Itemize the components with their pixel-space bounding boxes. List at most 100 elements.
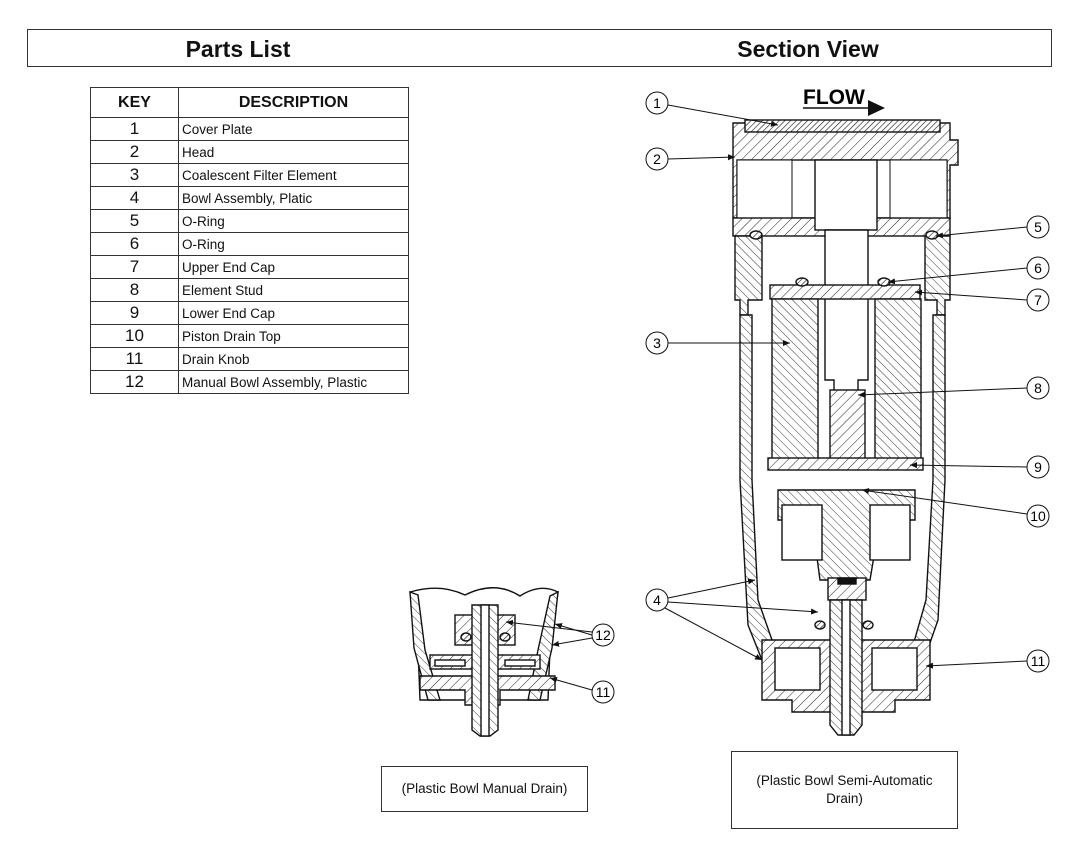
leader-line (667, 104, 779, 127)
element-stud (814, 159, 878, 231)
stud-hatch-block (829, 389, 866, 461)
upper-end-cap (769, 284, 921, 300)
flow-label: FLOW (803, 86, 865, 109)
cover-plate (744, 119, 941, 133)
bowl-upper-right (924, 235, 951, 316)
leader-line (667, 578, 756, 599)
leader-line (925, 660, 1028, 669)
part-description: Head (178, 140, 409, 164)
leader-line (857, 387, 1028, 398)
part-key: 6 (90, 232, 179, 256)
filter-element-left (771, 298, 819, 460)
leader-line (667, 154, 736, 161)
callout-numbers-section-view: 1 2 3 4 5 6 7 8 9 10 11 (653, 95, 1046, 669)
o-ring-6-left (795, 277, 809, 287)
column-header-description: DESCRIPTION (178, 87, 409, 118)
caption-semi-automatic-drain: (Plastic Bowl Semi-Automatic Drain) (731, 751, 958, 829)
flow-arrow-head (868, 100, 885, 116)
filter-section-drawing (732, 119, 959, 736)
part-description: Bowl Assembly, Platic (178, 186, 409, 210)
leader-line (887, 267, 1028, 285)
manual-base-inner-left (434, 659, 466, 667)
drain-chamber-right (869, 504, 911, 561)
leader-line (551, 637, 593, 647)
head-port-right (889, 159, 948, 219)
o-ring-drain-right (862, 620, 874, 630)
callout-number: 3 (653, 335, 661, 351)
callout-number: 2 (653, 151, 661, 167)
leader-line (935, 226, 1028, 239)
callout-numbers-manual-view: 12 11 (595, 627, 611, 700)
part-description: Lower End Cap (178, 301, 409, 325)
callout-circle (1026, 504, 1050, 528)
callouts-manual-view (505, 619, 615, 704)
part-description: Element Stud (178, 278, 409, 302)
column-header-key: KEY (90, 87, 179, 118)
callout-number: 11 (1031, 653, 1046, 669)
leader-line (667, 601, 819, 615)
leader-line (909, 462, 1028, 469)
header-bar: Parts List Section View (27, 29, 1052, 67)
callout-number: 5 (1034, 219, 1042, 235)
callout-circle (645, 91, 669, 115)
manual-drain-bore (480, 604, 490, 737)
part-description: O-Ring (178, 209, 409, 233)
parts-table-header: KEY DESCRIPTION (90, 87, 409, 118)
part-description: Piston Drain Top (178, 324, 409, 348)
element-stud-shaft (824, 229, 869, 396)
callout-circle (591, 680, 615, 704)
drain-bore (841, 599, 851, 736)
o-ring-drain-left (814, 620, 826, 630)
part-description: O-Ring (178, 232, 409, 256)
callout-number: 12 (595, 627, 611, 643)
drain-chamber-left (781, 504, 823, 561)
o-ring-5-left (749, 230, 763, 240)
part-description: Manual Bowl Assembly, Plastic (178, 370, 409, 394)
lower-end-cap (767, 457, 924, 471)
leader-line (554, 623, 593, 636)
manual-o-ring-left (460, 632, 472, 642)
caption-manual-drain: (Plastic Bowl Manual Drain) (381, 766, 588, 812)
callout-number: 7 (1034, 292, 1042, 308)
manual-drain-drawing (409, 587, 559, 737)
manual-bowl-wall-right (527, 590, 559, 701)
callout-number: 11 (596, 684, 611, 700)
callout-number: 4 (653, 592, 661, 608)
leader-line (549, 677, 593, 691)
bowl-upper-left (734, 235, 763, 316)
callout-circle (645, 588, 669, 612)
filter-element-right (874, 298, 922, 460)
part-description: Drain Knob (178, 347, 409, 371)
drain-knob-inner-right (871, 647, 918, 691)
leader-line (914, 289, 1028, 301)
callout-number: 9 (1034, 459, 1042, 475)
callout-number: 1 (653, 95, 661, 111)
parts-list-title: Parts List (185, 36, 291, 62)
o-ring-5-right (925, 230, 939, 240)
callout-number: 10 (1030, 508, 1046, 524)
leader-line (664, 607, 763, 661)
drain-knob-inner (774, 647, 821, 691)
flow-indicator: FLOW (803, 86, 885, 116)
manual-o-ring-right (499, 632, 511, 642)
drain-piston-seal (837, 577, 857, 585)
section-view-title: Section View (737, 36, 879, 62)
callouts-section-view (645, 91, 1050, 673)
part-key: 12 (90, 370, 179, 394)
callout-number: 8 (1034, 380, 1042, 396)
manual-base-inner-right (504, 659, 536, 667)
part-key: 3 (90, 163, 179, 187)
head-port-left (736, 159, 793, 219)
